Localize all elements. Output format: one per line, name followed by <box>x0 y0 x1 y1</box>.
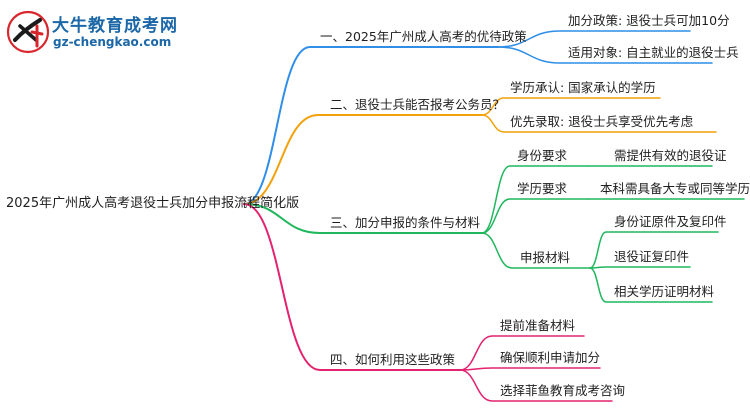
branch-3-item-1[interactable]: 身份要求 <box>517 148 568 163</box>
edge-branch-4-leaf-2 <box>459 367 601 371</box>
branch-3[interactable]: 三、加分申报的条件与材料 <box>330 215 481 230</box>
edge-branch-2-leaf-1 <box>481 97 661 116</box>
edge-root-branch-1 <box>243 46 499 205</box>
branch-1-leaf-2[interactable]: 适用对象: 自主就业的退役士兵 <box>568 45 739 60</box>
branch-3-item-3-leaf-2[interactable]: 退役证复印件 <box>614 249 690 264</box>
branch-1-leaf-1[interactable]: 加分政策: 退役士兵可加10分 <box>568 13 730 28</box>
branch-3-item-2-leaf[interactable]: 本科需具备大专或同等学历 <box>600 181 750 196</box>
branch-1[interactable]: 一、2025年广州成人高考的优待政策 <box>320 29 527 44</box>
edge-branch-1-leaf-2 <box>497 46 713 64</box>
logo-mark-icon <box>6 10 50 54</box>
branch-3-item-3-leaf-3[interactable]: 相关学历证明材料 <box>614 284 715 299</box>
edge-branch-4-leaf-3 <box>459 369 613 402</box>
branch-2-leaf-1[interactable]: 学历承认: 国家承认的学历 <box>510 80 656 95</box>
edge-branch-4-leaf-1 <box>459 335 585 371</box>
branch-4-leaf-3[interactable]: 选择菲鱼教育成考咨询 <box>500 383 626 398</box>
edge-branch-3-item-3-leaf-3 <box>589 267 713 303</box>
mindmap-root[interactable]: 2025年广州成人高考退役士兵加分申报流程简化版 <box>6 196 300 211</box>
branch-4-leaf-2[interactable]: 确保顺利申请加分 <box>500 350 601 365</box>
branch-3-item-2[interactable]: 学历要求 <box>517 181 568 196</box>
branch-2[interactable]: 二、退役士兵能否报考公务员？ <box>330 97 506 112</box>
branch-2-leaf-2[interactable]: 优先录取: 退役士兵享受优先考虑 <box>510 114 694 129</box>
edge-branch-3-item-3-leaf-2 <box>589 266 691 269</box>
edge-root-branch-2 <box>243 114 483 205</box>
edge-branch-3-item-2 <box>481 198 589 234</box>
edge-root-branch-3 <box>243 203 483 234</box>
mindmap-edges <box>243 30 745 402</box>
logo-url: gz-chengkao.com <box>53 35 172 49</box>
edge-branch-3-item-3 <box>481 232 591 269</box>
edge-root-branch-4 <box>243 203 461 371</box>
edge-branch-3-item-1 <box>481 165 589 234</box>
branch-4-leaf-1[interactable]: 提前准备材料 <box>500 318 576 333</box>
logo-title: 大牛教育成考网 <box>52 16 178 36</box>
branch-3-item-3[interactable]: 申报材料 <box>520 250 571 265</box>
edge-branch-2-leaf-2 <box>481 114 717 133</box>
branch-4[interactable]: 四、如何利用这些政策 <box>330 352 456 367</box>
branch-3-item-1-leaf[interactable]: 需提供有效的退役证 <box>614 148 727 163</box>
edge-branch-3-item-3-leaf-1 <box>589 231 719 269</box>
edge-branch-1-leaf-1 <box>497 30 691 48</box>
branch-3-item-3-leaf-1[interactable]: 身份证原件及复印件 <box>614 214 727 229</box>
site-logo: 大牛教育成考网 gz-chengkao.com <box>6 10 178 56</box>
